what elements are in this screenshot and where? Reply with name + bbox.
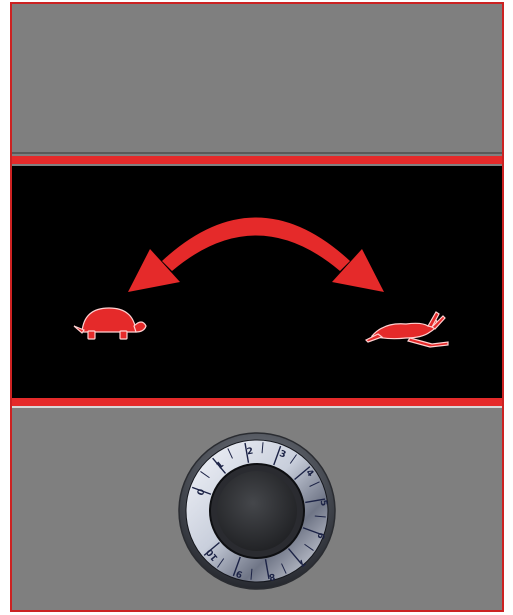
turtle-icon	[74, 308, 146, 339]
rabbit-icon	[366, 312, 448, 347]
knob-cap[interactable]	[217, 471, 297, 551]
double-headed-curved-arrow-icon	[128, 218, 384, 293]
